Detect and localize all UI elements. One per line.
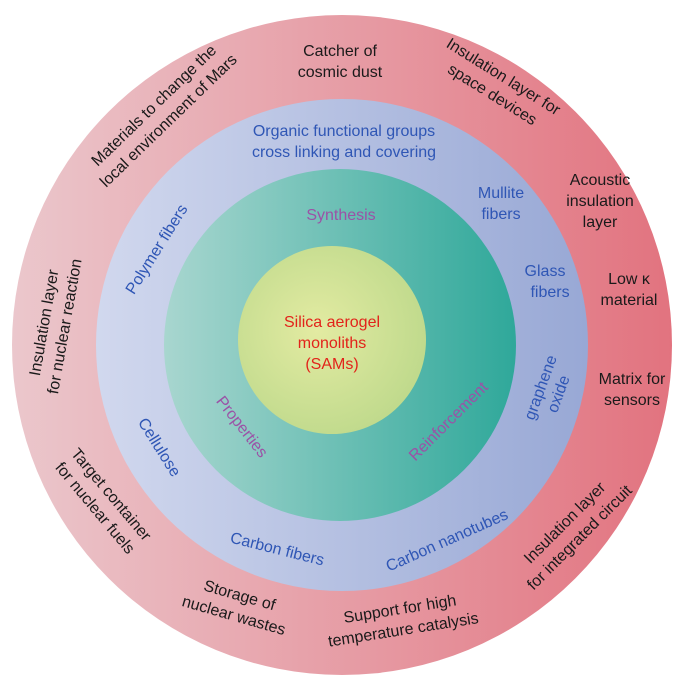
low-k-line1: Low κ	[608, 271, 651, 288]
acoustic-line3: layer	[583, 214, 618, 231]
core-title-line2: monoliths	[298, 335, 366, 352]
core-circle	[238, 246, 426, 434]
glass-fibers-line1: Glass	[525, 263, 566, 280]
sensors-line2: sensors	[604, 392, 660, 409]
glass-fibers-line2: fibers	[530, 284, 569, 301]
low-k-line2: material	[601, 292, 658, 309]
mullite-fibers-line1: Mullite	[478, 185, 524, 202]
organic-groups-line1: Organic functional groups	[253, 123, 435, 140]
synthesis-label: Synthesis	[306, 207, 375, 224]
sensors-line1: Matrix for	[599, 371, 666, 388]
core-title-line3: (SAMs)	[305, 356, 358, 373]
acoustic-line2: insulation	[566, 193, 634, 210]
core-title-line1: Silica aerogel	[284, 314, 380, 331]
acoustic-line1: Acoustic	[570, 172, 630, 189]
cosmic-dust-line2: cosmic dust	[298, 64, 383, 81]
organic-groups-line2: cross linking and covering	[252, 144, 436, 161]
mullite-fibers-line2: fibers	[481, 206, 520, 223]
cosmic-dust-line1: Catcher of	[303, 43, 377, 60]
